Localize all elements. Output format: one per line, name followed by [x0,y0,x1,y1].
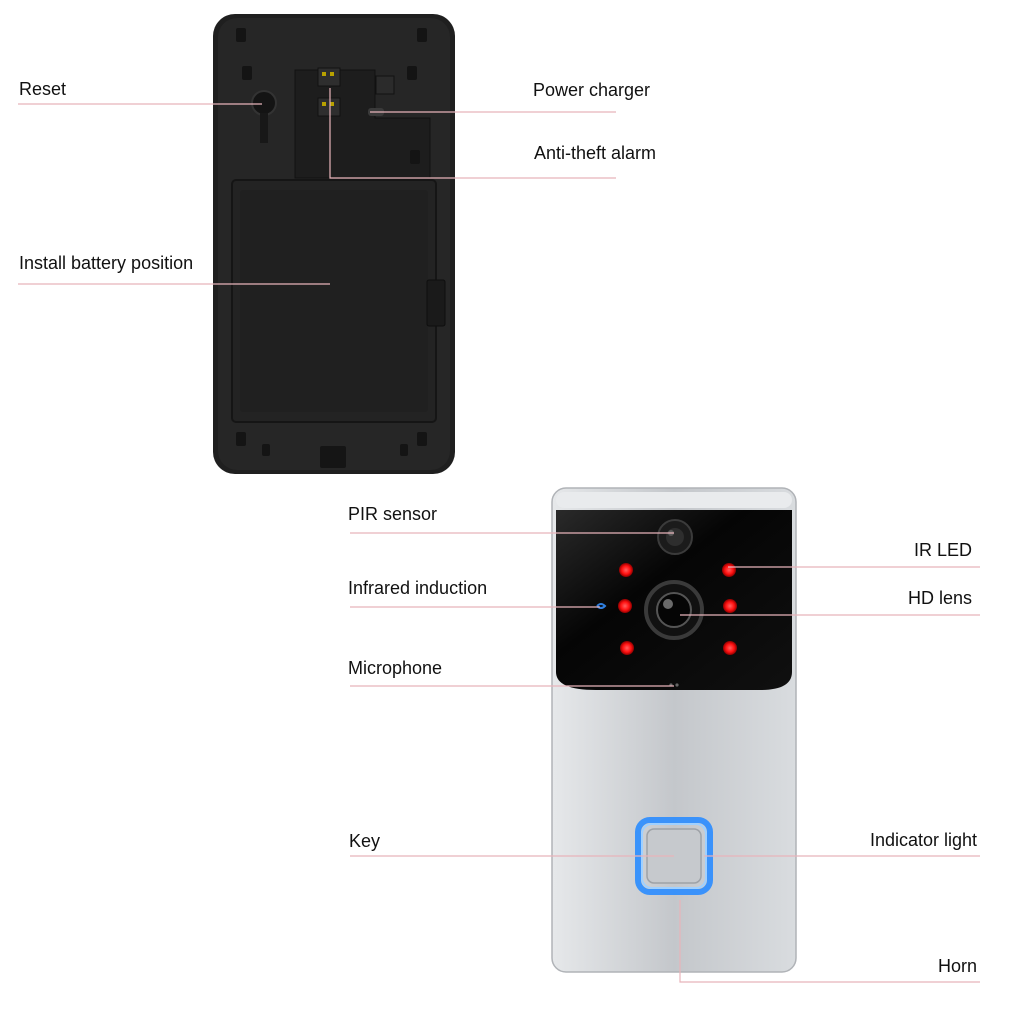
label-microphone: Microphone [348,658,443,678]
infrared-induction-sensor [596,603,607,609]
label-indicator-light: Indicator light [869,830,977,850]
label-reset: Reset [19,79,67,99]
front-device [551,487,797,973]
hd-lens [644,580,704,640]
label-pir-sensor: PIR sensor [348,504,438,524]
leader-lines [18,88,980,983]
anti-theft-connector [317,67,341,117]
label-horn: Horn [937,956,977,976]
back-panel [213,14,455,474]
battery-compartment [231,179,437,423]
label-key: Key [349,831,381,851]
label-power-charger: Power charger [533,80,651,100]
label-infrared-induction: Infrared induction [348,578,488,598]
label-anti-theft-alarm: Anti-theft alarm [534,143,657,163]
label-ir-led: IR LED [913,540,972,560]
pir-sensor [657,519,693,555]
reset-button-hole [251,90,277,143]
label-hd-lens: HD lens [907,588,972,608]
label-install-battery-position: Install battery position [19,253,194,273]
